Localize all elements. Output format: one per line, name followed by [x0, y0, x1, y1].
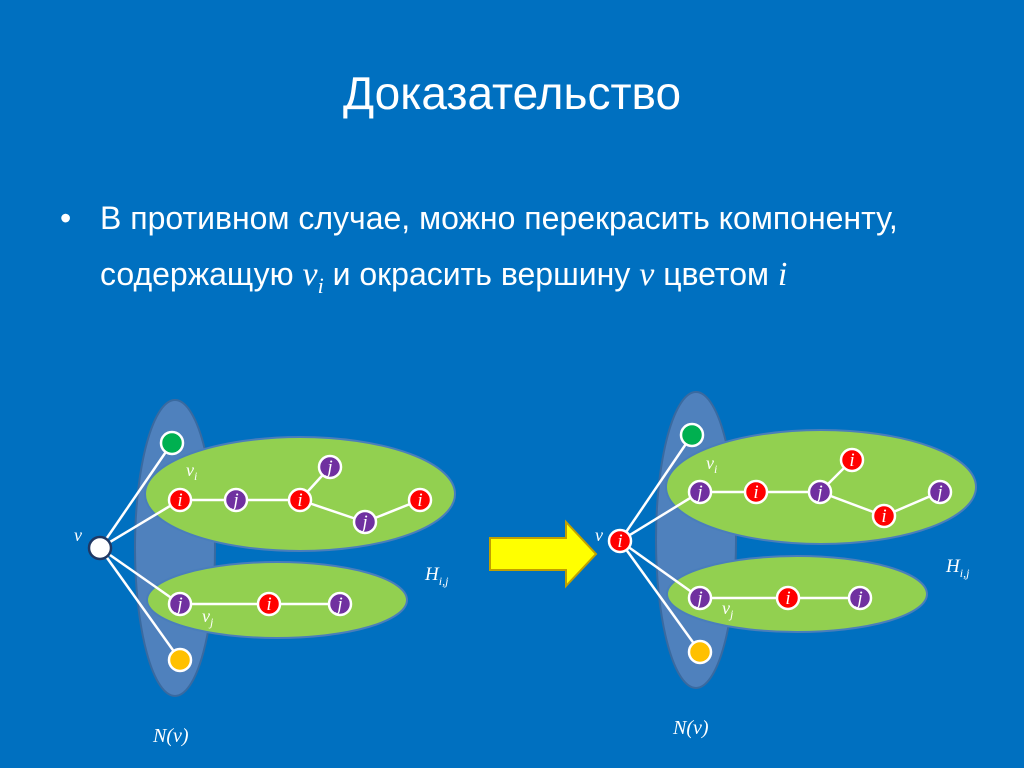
color-node-i: i: [743, 479, 769, 505]
edge: [618, 540, 702, 653]
edge: [99, 546, 181, 606]
color-node-i: i: [287, 487, 313, 513]
svg-text:i: i: [617, 531, 622, 552]
color-node-i: i: [839, 447, 865, 473]
math-var-v: v: [639, 256, 655, 293]
color-node-j: j: [317, 454, 343, 480]
svg-text:j: j: [334, 594, 342, 615]
right-diagram: i j i j i i j j: [595, 391, 977, 739]
label-vi: vi: [706, 453, 717, 476]
label-vi: vi: [186, 460, 197, 483]
label-vj: vj: [722, 598, 734, 621]
color-node-j: j: [327, 591, 353, 617]
svg-text:i: i: [297, 490, 302, 511]
bullet-text-part3: цветом: [654, 256, 778, 292]
label-vj: vj: [202, 606, 214, 629]
svg-text:j: j: [814, 482, 822, 503]
math-var-vi: vi: [302, 256, 324, 298]
transform-arrow: [489, 519, 598, 589]
slide-title: Доказательство: [342, 67, 682, 119]
color-node-j: j: [687, 479, 713, 505]
svg-text:i: i: [849, 450, 854, 471]
svg-text:i: i: [266, 594, 271, 615]
edge: [619, 539, 701, 600]
color-node-j: j: [927, 479, 953, 505]
edge: [619, 490, 701, 543]
green-node: [159, 430, 185, 456]
svg-text:j: j: [230, 490, 238, 511]
color-node-j: j: [352, 509, 378, 535]
math-var-i: i: [777, 256, 788, 293]
label-nv: N(v): [152, 725, 189, 747]
svg-text:j: j: [934, 482, 942, 503]
label-nv: N(v): [672, 717, 709, 739]
svg-text:j: j: [174, 594, 182, 615]
color-node-j: j: [687, 585, 713, 611]
color-node-i: i: [256, 591, 282, 617]
vertex-v-node: [87, 535, 113, 561]
label-v: v: [595, 525, 603, 545]
left-diagram: i j i j j i j i: [74, 399, 456, 747]
svg-text:i: i: [881, 506, 886, 527]
svg-text:i: i: [785, 588, 790, 609]
svg-text:j: j: [854, 588, 862, 609]
svg-text:i: i: [417, 490, 422, 511]
color-node-i: i: [871, 503, 897, 529]
orange-node: [687, 639, 713, 665]
svg-text:i: i: [177, 490, 182, 511]
color-node-i: i: [167, 487, 193, 513]
label-v: v: [74, 525, 82, 545]
edge: [98, 547, 182, 661]
bullet-text: В противном случае, можно перекрасить ко…: [100, 190, 980, 314]
green-node: [679, 422, 705, 448]
bullet-dot-icon: •: [60, 200, 72, 236]
label-hij: Hi,j: [424, 564, 449, 588]
svg-text:j: j: [694, 482, 702, 503]
color-node-j: j: [223, 487, 249, 513]
color-node-j: j: [167, 591, 193, 617]
color-node-j: j: [807, 479, 833, 505]
svg-text:j: j: [359, 512, 367, 533]
color-node-i: i: [407, 487, 433, 513]
bullet-text-part1: В противном случае, можно перекрасить ко…: [100, 200, 898, 292]
label-hij: Hi,j: [945, 556, 970, 580]
orange-node: [167, 647, 193, 673]
bullet-item: • В противном случае, можно перекрасить …: [60, 190, 980, 314]
color-node-j: j: [847, 585, 873, 611]
bullet-text-part2: и окрасить вершину: [323, 256, 640, 292]
edge: [99, 498, 181, 550]
svg-text:j: j: [694, 588, 702, 609]
vertex-v-recolored-node: i: [607, 528, 633, 554]
svg-text:i: i: [753, 482, 758, 503]
color-node-i: i: [775, 585, 801, 611]
edge: [618, 434, 694, 542]
edge: [98, 442, 174, 549]
svg-text:j: j: [324, 457, 332, 478]
